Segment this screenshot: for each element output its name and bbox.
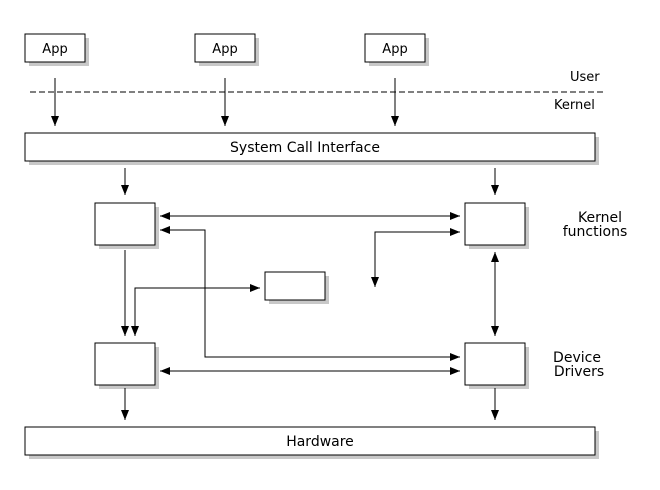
app-box-1: App <box>24 33 89 66</box>
kernel-function-left <box>94 202 159 249</box>
app-box-2: App <box>194 33 259 66</box>
device-driver-left <box>94 342 159 389</box>
app-label-1: App <box>42 42 67 57</box>
system-call-interface-label: System Call Interface <box>230 140 380 156</box>
kernel-function-middle <box>264 271 329 304</box>
user-space-label: User <box>570 70 600 85</box>
arrow-kf-middle-dd-left <box>131 284 260 336</box>
arrow-kf-right-kf-middle <box>371 228 460 287</box>
kernel-functions-label-line1: Kernel <box>578 210 622 226</box>
hardware-layer: Hardware <box>24 426 599 459</box>
device-drivers-label-line2: Drivers <box>554 364 604 380</box>
hardware-label: Hardware <box>286 434 354 450</box>
kernel-function-right <box>464 202 529 249</box>
kernel-space-label: Kernel <box>554 98 595 113</box>
device-driver-right <box>464 342 529 389</box>
system-call-interface: System Call Interface <box>24 132 599 165</box>
app-box-3: App <box>364 33 429 66</box>
app-label-2: App <box>212 42 237 57</box>
app-label-3: App <box>382 42 407 57</box>
device-drivers-label-line1: Device <box>553 350 601 366</box>
kernel-functions-label-line2: functions <box>563 224 627 240</box>
